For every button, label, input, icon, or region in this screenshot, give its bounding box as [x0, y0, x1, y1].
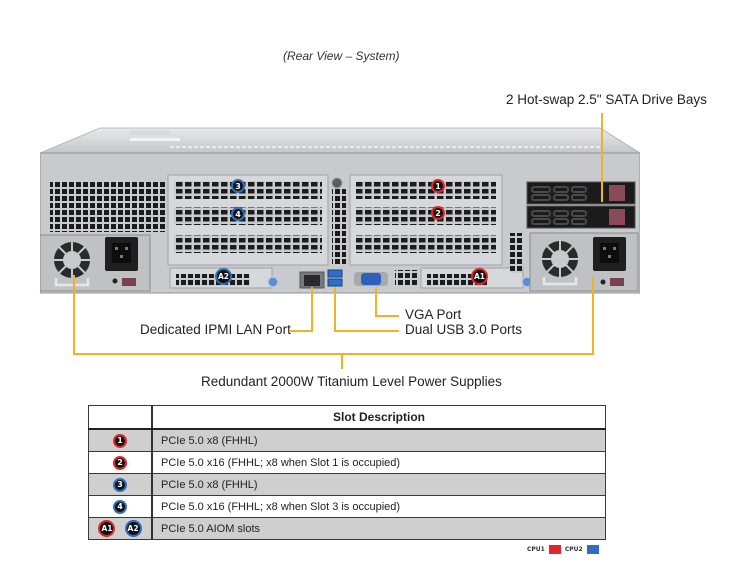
slot-2-icon: 2	[113, 455, 127, 470]
slot-description: PCIe 5.0 x16 (FHHL; x8 when Slot 1 is oc…	[151, 451, 606, 474]
vga-callout-line-h	[375, 315, 399, 317]
usb-callout-line-h	[334, 330, 399, 332]
slot-description: PCIe 5.0 AIOM slots	[151, 517, 606, 540]
table-row: 2 PCIe 5.0 x16 (FHHL; x8 when Slot 1 is …	[88, 451, 606, 474]
usb-ports-label: Dual USB 3.0 Ports	[405, 322, 523, 337]
ipmi-callout-line-h	[290, 330, 313, 332]
table-header-row: Slot Description	[88, 405, 606, 430]
aiom-a2-icon: A2	[124, 520, 142, 537]
slot-3-icon: 3	[113, 477, 127, 492]
table-row: 3 PCIe 5.0 x8 (FHHL)	[88, 473, 606, 496]
aiom-a1-icon: A1	[98, 520, 116, 537]
slot-4-icon: 4	[113, 499, 127, 514]
view-caption: (Rear View – System)	[283, 49, 400, 63]
psu-callout-line-drop	[341, 353, 343, 369]
psu-left-callout-line	[73, 275, 75, 354]
table-row: 1 PCIe 5.0 x8 (FHHL)	[88, 428, 606, 452]
psu-right-callout-line	[592, 277, 594, 354]
slot-description: PCIe 5.0 x8 (FHHL)	[151, 428, 606, 452]
chassis-body	[40, 127, 640, 294]
slot-2-badge: 2	[431, 206, 445, 220]
ipmi-callout-line-v	[311, 287, 313, 331]
slot-1-icon: 1	[113, 433, 127, 448]
slot-description: PCIe 5.0 x8 (FHHL)	[151, 473, 606, 496]
ipmi-lan-label: Dedicated IPMI LAN Port	[140, 322, 291, 337]
power-supplies-label: Redundant 2000W Titanium Level Power Sup…	[201, 374, 502, 389]
slot-description: PCIe 5.0 x16 (FHHL; x8 when Slot 3 is oc…	[151, 495, 606, 518]
aiom-a2-badge: A2	[215, 268, 232, 285]
drive-bay-callout-line	[601, 113, 603, 202]
vga-callout-line-v	[375, 287, 377, 316]
slot-4-badge: 4	[231, 207, 245, 221]
table-row: 4 PCIe 5.0 x16 (FHHL; x8 when Slot 3 is …	[88, 495, 606, 518]
legend-cpu2-swatch	[586, 545, 599, 554]
header-icon-cell	[88, 405, 153, 430]
cpu-legend: CPU1 CPU2	[527, 545, 599, 554]
table-row: A1 A2 PCIe 5.0 AIOM slots	[88, 517, 606, 540]
server-rear-illustration: 3 4 1 2 A2 A1	[40, 125, 640, 295]
drive-bays-label: 2 Hot-swap 2.5" SATA Drive Bays	[506, 92, 707, 107]
slot-description-table: Slot Description 1 PCIe 5.0 x8 (FHHL) 2 …	[88, 405, 606, 540]
aiom-a1-badge: A1	[471, 268, 488, 285]
legend-cpu1-label: CPU1	[527, 546, 545, 553]
vga-port-label: VGA Port	[405, 307, 462, 322]
slot-1-badge: 1	[431, 179, 445, 193]
legend-cpu2-label: CPU2	[564, 546, 583, 553]
slot-3-badge: 3	[231, 179, 245, 193]
legend-cpu1-swatch	[548, 545, 561, 554]
usb-callout-line-v	[334, 287, 336, 331]
table-header: Slot Description	[151, 405, 606, 430]
psu-callout-line-h	[73, 353, 594, 355]
